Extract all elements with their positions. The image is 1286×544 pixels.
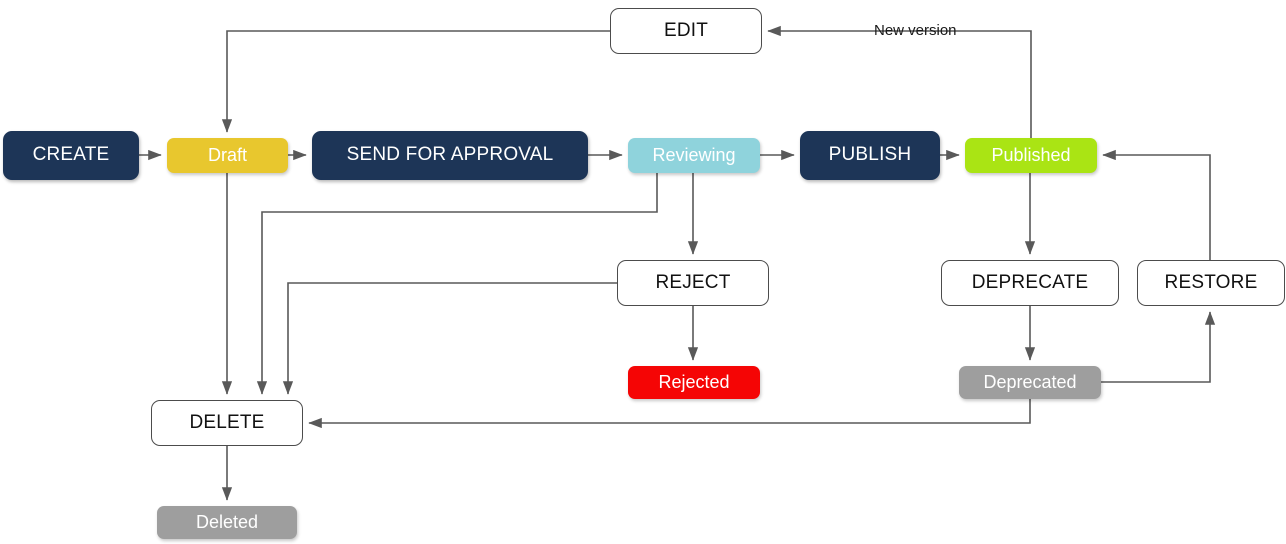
- node-published[interactable]: Published: [965, 138, 1097, 173]
- node-edit[interactable]: EDIT: [610, 8, 762, 54]
- node-restore[interactable]: RESTORE: [1137, 260, 1285, 306]
- node-send[interactable]: SEND FOR APPROVAL: [312, 131, 588, 180]
- edge-edit-to-draft: [221, 30, 610, 133]
- edge-label-new-version: New version: [874, 22, 957, 39]
- node-deprecate[interactable]: DEPRECATE: [941, 260, 1119, 306]
- edge-reject-to-delete: [282, 282, 617, 395]
- node-rejected[interactable]: Rejected: [628, 366, 760, 399]
- node-publish[interactable]: PUBLISH: [800, 131, 940, 180]
- node-draft[interactable]: Draft: [167, 138, 288, 173]
- node-deleted[interactable]: Deleted: [157, 506, 297, 539]
- edge-restore-to-published: [1102, 149, 1211, 260]
- edge-reviewing-to-delete: [256, 173, 658, 395]
- node-delete[interactable]: DELETE: [151, 400, 303, 446]
- node-reject[interactable]: REJECT: [617, 260, 769, 306]
- node-create[interactable]: CREATE: [3, 131, 139, 180]
- edge-deprecated-to-restore: [1101, 311, 1216, 383]
- edge-deprecated-to-delete: [308, 399, 1031, 429]
- node-reviewing[interactable]: Reviewing: [628, 138, 760, 173]
- node-deprecated[interactable]: Deprecated: [959, 366, 1101, 399]
